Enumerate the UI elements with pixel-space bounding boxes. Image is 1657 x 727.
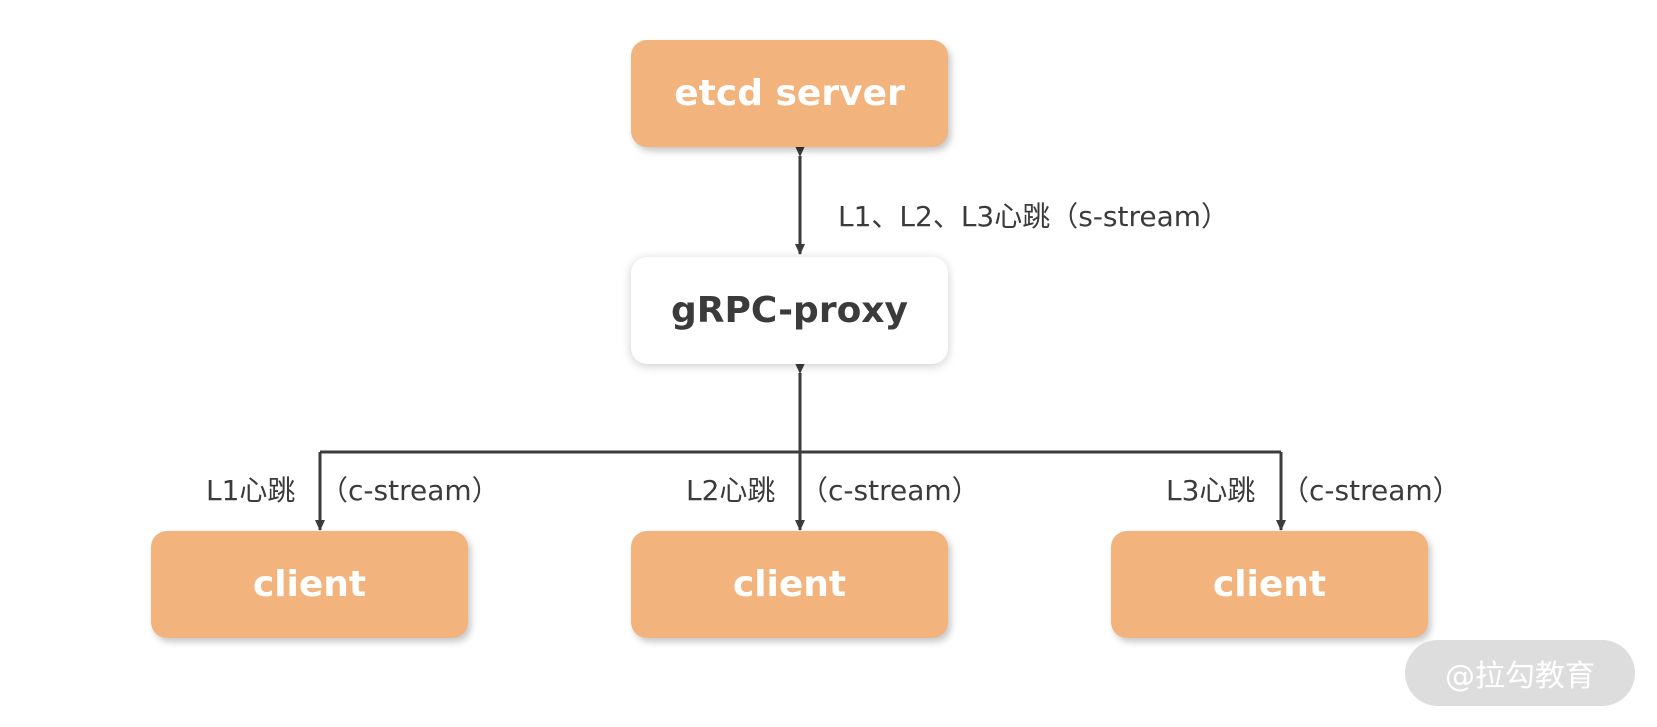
etcd-server-node: etcd server xyxy=(631,40,948,147)
client-2-heartbeat-label: L2心跳 xyxy=(686,474,776,507)
client-2-stream-label: （c-stream） xyxy=(800,474,980,507)
client-node-1: client xyxy=(151,531,468,638)
client-1-heartbeat-label: L1心跳 xyxy=(206,474,296,507)
watermark: @拉勾教育 xyxy=(1405,640,1635,706)
client-1-stream-label: （c-stream） xyxy=(320,474,500,507)
client-node-2: client xyxy=(631,531,948,638)
grpc-proxy-node: gRPC-proxy xyxy=(631,257,948,364)
client-3-heartbeat-label: L3心跳 xyxy=(1166,474,1256,507)
client-node-3: client xyxy=(1111,531,1428,638)
server-proxy-label: L1、L2、L3心跳（s-stream） xyxy=(838,200,1230,233)
client-3-stream-label: （c-stream） xyxy=(1281,474,1461,507)
